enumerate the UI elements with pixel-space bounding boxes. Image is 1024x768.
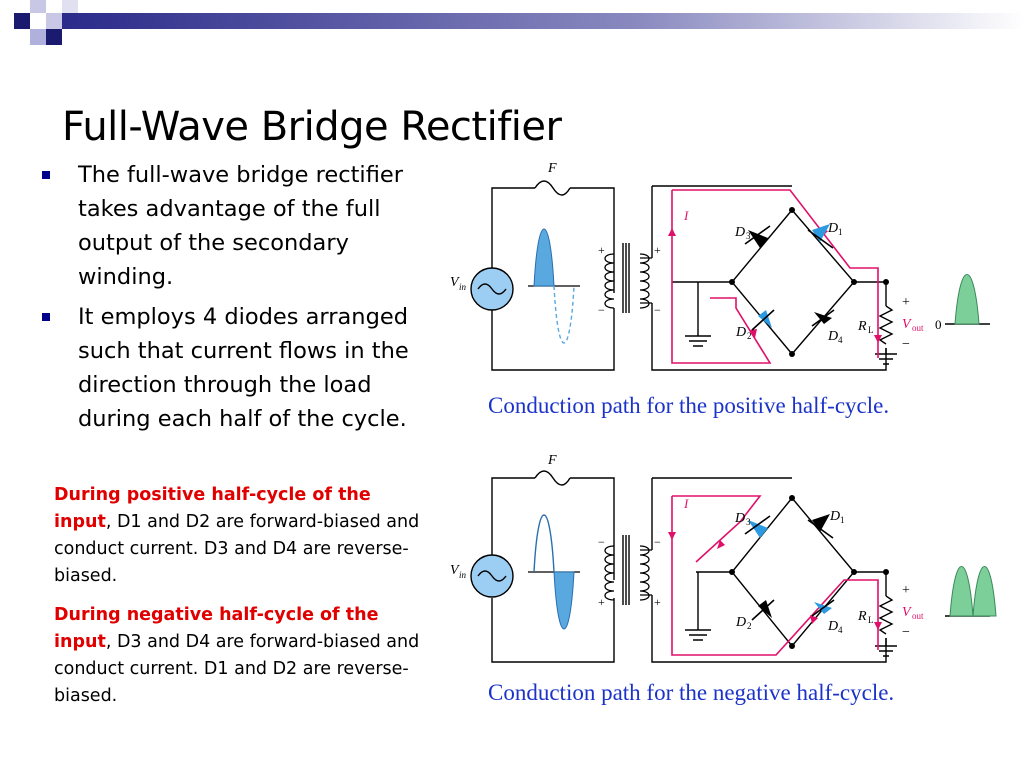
svg-text:D: D [827, 619, 838, 634]
svg-text:V: V [902, 605, 912, 620]
svg-text:D: D [735, 325, 746, 340]
svg-text:−: − [902, 625, 910, 640]
diode-d4 [811, 309, 835, 327]
positive-half-cycle-note: During positive half-cycle of the input,… [54, 485, 420, 586]
svg-text:−: − [598, 535, 605, 549]
svg-text:+: + [654, 243, 661, 257]
bullet-list: The full-wave bridge rectifier takes adv… [40, 158, 440, 442]
svg-text:R: R [857, 609, 867, 624]
svg-text:+: + [598, 595, 605, 609]
bullet-square-icon [42, 171, 50, 179]
bullet-square-icon [42, 313, 50, 321]
svg-text:−: − [654, 303, 661, 317]
svg-text:D: D [734, 511, 745, 526]
svg-text:D: D [734, 225, 745, 240]
vin-label: V [450, 275, 460, 290]
svg-text:−: − [902, 337, 910, 352]
svg-text:L: L [868, 325, 874, 335]
current-label: I [683, 208, 689, 223]
svg-text:+: + [902, 295, 910, 310]
negative-half-cycle-note: During negative half-cycle of the input,… [54, 605, 420, 706]
svg-text:+: + [654, 595, 661, 609]
svg-text:R: R [857, 319, 867, 334]
svg-text:out: out [912, 323, 924, 333]
svg-text:3: 3 [746, 231, 751, 241]
diode-d4 [811, 599, 835, 617]
svg-text:D: D [827, 221, 838, 236]
diode-d2 [751, 599, 775, 621]
svg-text:4: 4 [838, 625, 843, 635]
negative-caption: Conduction path for the negative half-cy… [488, 680, 895, 705]
svg-text:−: − [654, 535, 661, 549]
svg-text:0: 0 [935, 317, 942, 332]
svg-text:out: out [912, 611, 924, 621]
svg-text:+: + [598, 243, 605, 257]
svg-text:1: 1 [838, 227, 843, 237]
bullet-item: It employs 4 diodes arranged such that c… [40, 300, 440, 436]
svg-text:in: in [459, 570, 467, 580]
diode-d2 [751, 309, 775, 331]
diode-d3 [744, 515, 771, 538]
svg-text:2: 2 [747, 331, 752, 341]
svg-text:D: D [827, 329, 838, 344]
header-decoration [14, 0, 1024, 45]
fuse-label: F [547, 453, 557, 468]
svg-text:1: 1 [840, 515, 845, 525]
svg-text:L: L [868, 615, 874, 625]
svg-text:−: − [598, 303, 605, 317]
bullet-item: The full-wave bridge rectifier takes adv… [40, 158, 440, 294]
svg-text:+: + [902, 583, 910, 598]
diode-d1 [807, 514, 834, 539]
svg-text:D: D [829, 509, 840, 524]
diode-d1 [807, 224, 834, 249]
fuse-label: F [547, 161, 557, 176]
svg-text:3: 3 [746, 517, 751, 527]
svg-text:4: 4 [838, 335, 843, 345]
current-label: I [683, 496, 689, 511]
svg-text:V: V [902, 317, 912, 332]
positive-caption: Conduction path for the positive half-cy… [488, 393, 890, 418]
diode-d3 [744, 225, 771, 248]
svg-text:D: D [735, 615, 746, 630]
slide-title: Full-Wave Bridge Rectifier [62, 104, 562, 150]
title-overlap-mask [400, 146, 640, 160]
svg-text:2: 2 [747, 621, 752, 631]
vin-label: V [450, 563, 460, 578]
svg-text:in: in [459, 282, 467, 292]
